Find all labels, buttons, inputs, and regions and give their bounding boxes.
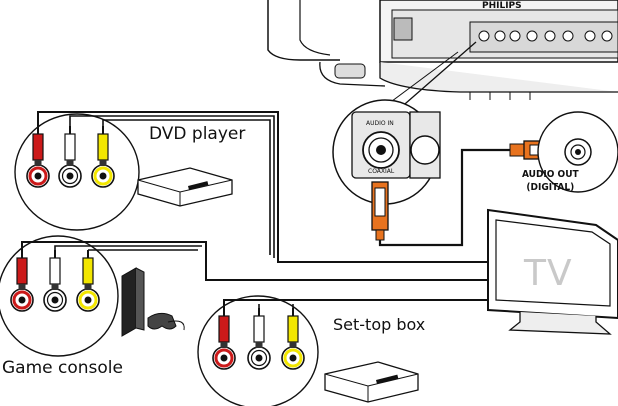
dvd-player-label: DVD player (149, 124, 246, 144)
audio-out-label: AUDIO OUT (DIGITAL) (522, 168, 579, 194)
brand-label: PHILIPS (482, 1, 522, 11)
audio-in-zoom (332, 99, 441, 205)
tv-set (487, 208, 618, 335)
coax-plug-audio-in (371, 181, 389, 241)
game-console-device (121, 267, 185, 337)
audio-in-label: AUDIO IN (366, 120, 394, 127)
audio-out-line1: AUDIO OUT (522, 169, 579, 180)
philips-unit (267, 0, 618, 100)
dvd-zoom (14, 113, 140, 231)
game-zoom (0, 235, 119, 357)
set-top-box-label: Set-top box (333, 315, 426, 334)
tv-label: TV (524, 253, 573, 294)
audio-out-line2: (DIGITAL) (526, 182, 575, 193)
coaxial-label: COAXIAL (368, 168, 395, 175)
dvd-device (137, 167, 233, 207)
settop-zoom (197, 295, 319, 406)
game-console-label: Game console (2, 358, 123, 378)
settop-device (324, 361, 419, 403)
audio-out-zoom (537, 111, 618, 193)
